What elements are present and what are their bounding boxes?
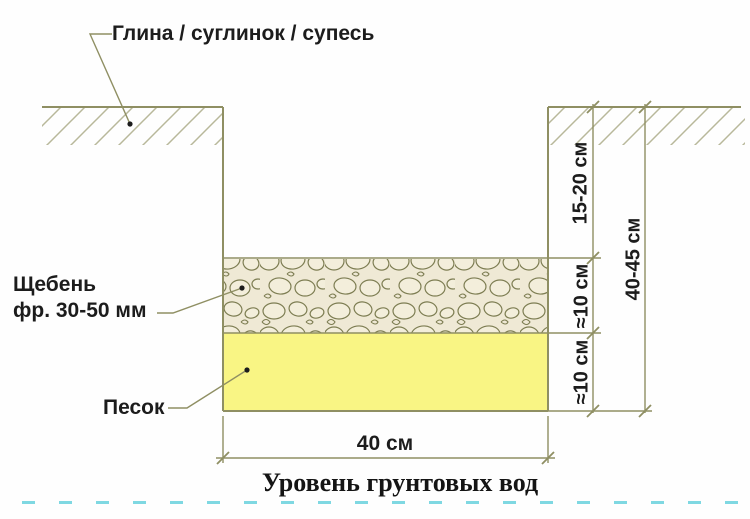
ground-hatch-left	[42, 108, 223, 145]
leader-sand	[168, 367, 250, 409]
leader-gravel	[157, 285, 245, 314]
ground-hatch-right	[548, 108, 745, 145]
dimension-lines-right	[548, 100, 652, 418]
dim-depth-top: 15-20 см	[569, 141, 592, 225]
dim-gravel-thickness: ≈10 см	[570, 263, 593, 329]
label-gravel-line1: Щебень	[13, 273, 97, 296]
trench-outline	[222, 107, 549, 412]
layer-boundaries	[223, 257, 548, 334]
dim-sand-thickness: ≈10 см	[570, 339, 593, 405]
gravel-layer	[224, 259, 547, 333]
label-sand: Песок	[103, 396, 165, 419]
label-clay: Глина / суглинок / супесь	[112, 22, 375, 45]
dim-trench-width: 40 см	[356, 432, 414, 455]
sand-layer	[224, 333, 547, 411]
label-gravel: Щебень фр. 30-50 мм	[13, 272, 147, 323]
leader-clay	[88, 33, 133, 127]
groundwater-line	[22, 501, 744, 504]
dim-total-depth: 40-45 см	[622, 217, 645, 301]
label-groundwater: Уровень грунтовых вод	[261, 468, 539, 497]
dimension-lines-bottom	[216, 416, 555, 465]
label-gravel-line2: фр. 30-50 мм	[13, 298, 147, 322]
